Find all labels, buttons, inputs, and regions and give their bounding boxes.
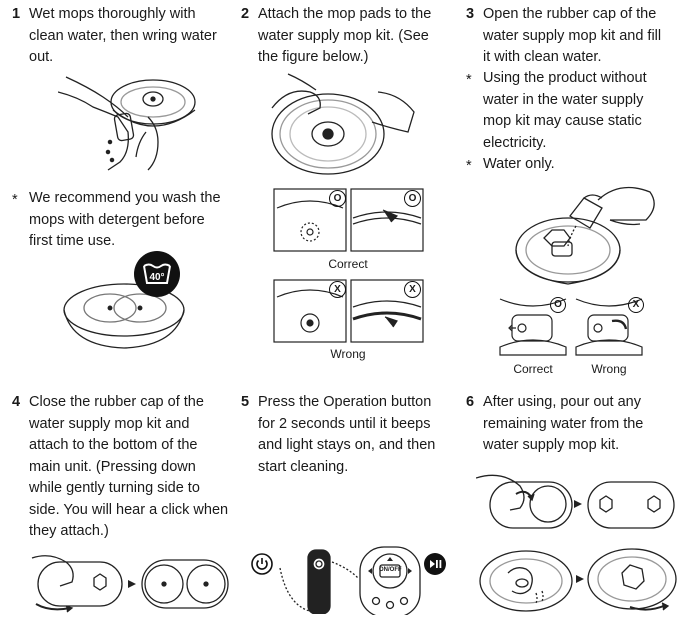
correct-symbol-1: O — [329, 190, 346, 207]
rubber-cap-correct-symbol: O — [550, 297, 566, 313]
step-text: Close the rubber cap of the water supply… — [29, 394, 229, 539]
main-unit-operation-button — [278, 548, 360, 614]
step-6: 6 After using, pour out any remaining wa… — [466, 392, 681, 462]
note-water-only: * Water only. — [466, 154, 681, 176]
caption-wrong: Wrong — [330, 347, 366, 361]
step-number: 5 — [241, 394, 250, 410]
power-icon — [251, 553, 273, 575]
remote-control: ON/OFF — [358, 545, 422, 615]
play-pause-icon — [424, 553, 446, 575]
wrong-symbol-2: X — [404, 281, 421, 298]
remote-onoff-label: ON/OFF — [379, 567, 402, 573]
caption-wrong-cap: Wrong — [591, 362, 627, 376]
step-text: After using, pour out any remaining wate… — [483, 394, 644, 453]
step-number: 6 — [466, 394, 475, 410]
detach-kit-illustration — [476, 470, 676, 534]
asterisk: * — [12, 192, 18, 208]
step-text: Open the rubber cap of the water supply … — [483, 6, 662, 65]
correct-symbol-2: O — [404, 190, 421, 207]
step-5: 5 Press the Operation button for 2 secon… — [241, 392, 451, 482]
note-static-electricity: * Using the product without water in the… — [466, 70, 647, 151]
step-3: 3 Open the rubber cap of the water suppl… — [466, 4, 681, 74]
step-text: Wet mops thoroughly with clean water, th… — [29, 6, 217, 65]
asterisk: * — [466, 72, 472, 88]
attach-pad-illustration — [268, 72, 418, 180]
attach-to-main-unit-illustration — [30, 548, 230, 614]
wash-temperature-icon: 40° — [133, 250, 181, 298]
wash-temp-text: 40° — [149, 272, 164, 283]
step-number: 4 — [12, 394, 21, 410]
pour-water-illustration — [476, 545, 680, 617]
step-1: 1 Wet mops thoroughly with clean water, … — [12, 4, 232, 74]
step-4: 4 Close the rubber cap of the water supp… — [12, 392, 237, 542]
note-detergent: * We recommend you wash the mops with de… — [12, 190, 221, 249]
step-number: 3 — [466, 6, 475, 22]
rubber-cap-wrong-symbol: X — [628, 297, 644, 313]
wrong-attach-figure — [273, 279, 425, 343]
wash-bowl-illustration — [62, 258, 212, 354]
step-number: 1 — [12, 6, 21, 22]
caption-correct-cap: Correct — [513, 362, 553, 376]
correct-attach-figure — [273, 188, 425, 252]
asterisk: * — [466, 158, 472, 174]
fill-water-illustration — [510, 180, 670, 290]
step-2: 2 Attach the mop pads to the water suppl… — [241, 4, 451, 74]
step-number: 2 — [241, 6, 250, 22]
wrong-symbol-1: X — [329, 281, 346, 298]
step-text: Press the Operation button for 2 seconds… — [258, 394, 436, 475]
caption-correct: Correct — [328, 257, 368, 271]
wring-mop-illustration — [58, 72, 198, 172]
step-text: Attach the mop pads to the water supply … — [258, 6, 432, 65]
